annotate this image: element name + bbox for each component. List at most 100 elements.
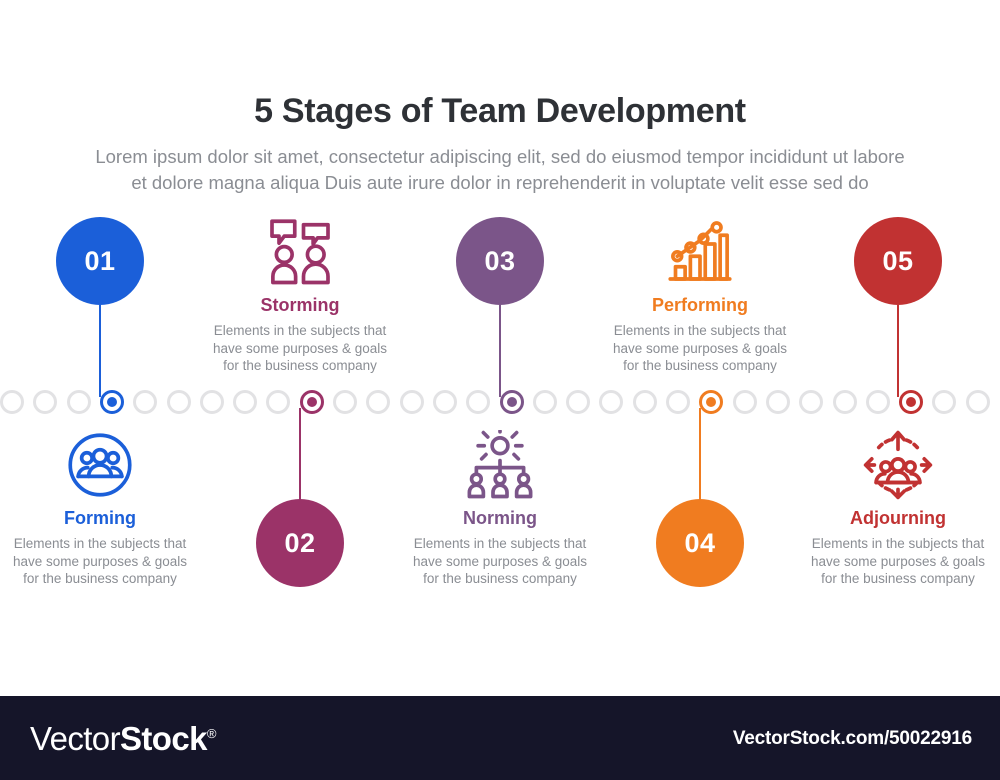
timeline-marker-active — [499, 390, 524, 414]
stage-number-circle-04[interactable]: 04 — [656, 499, 744, 587]
subtitle-line-1: Lorem ipsum dolor sit amet, consectetur … — [95, 146, 905, 167]
vectorstock-logo: VectorStock® — [30, 720, 216, 758]
stage-desc-line-1: Elements in the subjects that — [413, 536, 587, 551]
timeline-ring — [133, 390, 158, 414]
subtitle-line-2: et dolore magna aliqua Duis aute irure d… — [131, 172, 869, 193]
stage-number-label: 01 — [84, 245, 116, 276]
stage-icon-wrap — [590, 214, 810, 286]
stage-icon-wrap — [788, 428, 1000, 500]
timeline-track — [0, 390, 1000, 416]
stage-number-circle-05[interactable]: 05 — [854, 217, 942, 305]
stage-desc-line-1: Elements in the subjects that — [613, 323, 787, 338]
footer-bar: VectorStock® VectorStock.com/50022916 — [0, 696, 1000, 780]
timeline-ring — [199, 390, 224, 414]
stage-connector-line — [896, 305, 900, 397]
stage-connector-line — [698, 408, 702, 500]
stage-number-circle-01[interactable]: 01 — [56, 217, 144, 305]
timeline-marker-active — [299, 390, 324, 414]
page-title: 5 Stages of Team Development — [254, 92, 746, 130]
stage-number-circle-02[interactable]: 02 — [256, 499, 344, 587]
registered-mark-icon: ® — [206, 726, 217, 741]
page-subtitle: Lorem ipsum dolor sit amet, consectetur … — [40, 144, 960, 196]
stage-desc-line-3: for the business company — [423, 571, 577, 586]
org-chart-hierarchy-icon — [467, 430, 533, 499]
stage-description: Elements in the subjects that have some p… — [390, 535, 610, 588]
stage-number-circle-03[interactable]: 03 — [456, 217, 544, 305]
stage-description: Elements in the subjects that have some p… — [0, 535, 210, 588]
stage-icon-wrap — [190, 214, 410, 286]
stage-desc-line-2: have some purposes & goals — [810, 553, 986, 569]
stage-icon-wrap — [390, 428, 610, 500]
stage-desc-line-2: have some purposes & goals — [412, 553, 588, 569]
stage-description: Elements in the subjects that have some p… — [590, 322, 810, 375]
timeline-marker-dot — [306, 397, 317, 407]
stage-desc-line-1: Elements in the subjects that — [213, 323, 387, 338]
stage-label: Norming — [463, 508, 537, 528]
timeline-ring — [632, 390, 657, 414]
stage-desc-line-3: for the business company — [23, 571, 177, 586]
timeline-ring — [932, 390, 957, 414]
group-of-people-in-circle-icon — [68, 433, 132, 497]
timeline-marker-dot — [106, 397, 117, 407]
two-people-speech-bubbles-icon — [270, 219, 330, 285]
stage-desc-line-1: Elements in the subjects that — [13, 536, 187, 551]
timeline-ring — [366, 390, 391, 414]
stage-label: Forming — [64, 508, 136, 528]
timeline-ring — [333, 390, 357, 414]
stage-desc-line-2: have some purposes & goals — [12, 553, 188, 569]
timeline-marker-dot — [706, 397, 717, 407]
timeline-ring — [399, 390, 424, 414]
timeline-ring — [599, 390, 624, 414]
logo-text-bold: Stock — [119, 720, 207, 757]
stage-label: Storming — [260, 295, 340, 315]
stage-description: Elements in the subjects that have some p… — [190, 322, 410, 375]
stage-number-label: 02 — [284, 527, 316, 558]
timeline-ring — [765, 390, 790, 414]
stage-desc-line-2: have some purposes & goals — [612, 340, 788, 356]
timeline-ring — [166, 390, 191, 414]
timeline-marker-dot — [506, 397, 517, 407]
timeline-ring — [732, 390, 757, 414]
timeline-ring — [532, 390, 557, 414]
stage-desc-line-3: for the business company — [623, 358, 777, 373]
stage-connector-line — [298, 408, 302, 500]
growth-bar-chart-icon — [668, 221, 732, 281]
timeline-ring — [799, 390, 824, 414]
stage-label: Adjourning — [850, 508, 946, 528]
timeline-marker-active — [699, 390, 724, 414]
timeline-ring — [566, 390, 591, 414]
timeline-ring — [432, 390, 457, 414]
stage-desc-line-3: for the business company — [821, 571, 975, 586]
stage-description: Elements in the subjects that have some p… — [788, 535, 1000, 588]
stage-desc-line-1: Elements in the subjects that — [811, 536, 985, 551]
stage-desc-line-2: have some purposes & goals — [212, 340, 388, 356]
stage-connector-line — [98, 305, 102, 397]
timeline-marker-active — [899, 390, 924, 414]
timeline-ring — [466, 390, 491, 414]
logo-text-light: Vector — [30, 720, 121, 757]
stage-number-label: 03 — [484, 245, 516, 276]
stage-number-label: 05 — [882, 245, 914, 276]
timeline-marker-dot — [906, 397, 917, 407]
timeline-ring — [233, 390, 258, 414]
stage-connector-line — [498, 305, 502, 397]
timeline-marker-active — [99, 390, 124, 414]
timeline-ring — [832, 390, 857, 414]
team-dispersing-arrows-icon — [863, 430, 933, 500]
stage-number-label: 04 — [684, 527, 716, 558]
vectorstock-url: VectorStock.com/50022916 — [732, 728, 972, 749]
timeline-ring — [66, 390, 91, 414]
stage-desc-line-3: for the business company — [223, 358, 377, 373]
stage-label: Performing — [651, 295, 748, 315]
timeline-ring — [0, 390, 24, 414]
timeline-ring — [865, 390, 890, 414]
timeline-ring — [266, 390, 291, 414]
timeline-ring — [666, 390, 690, 414]
stage-icon-wrap — [0, 428, 210, 500]
